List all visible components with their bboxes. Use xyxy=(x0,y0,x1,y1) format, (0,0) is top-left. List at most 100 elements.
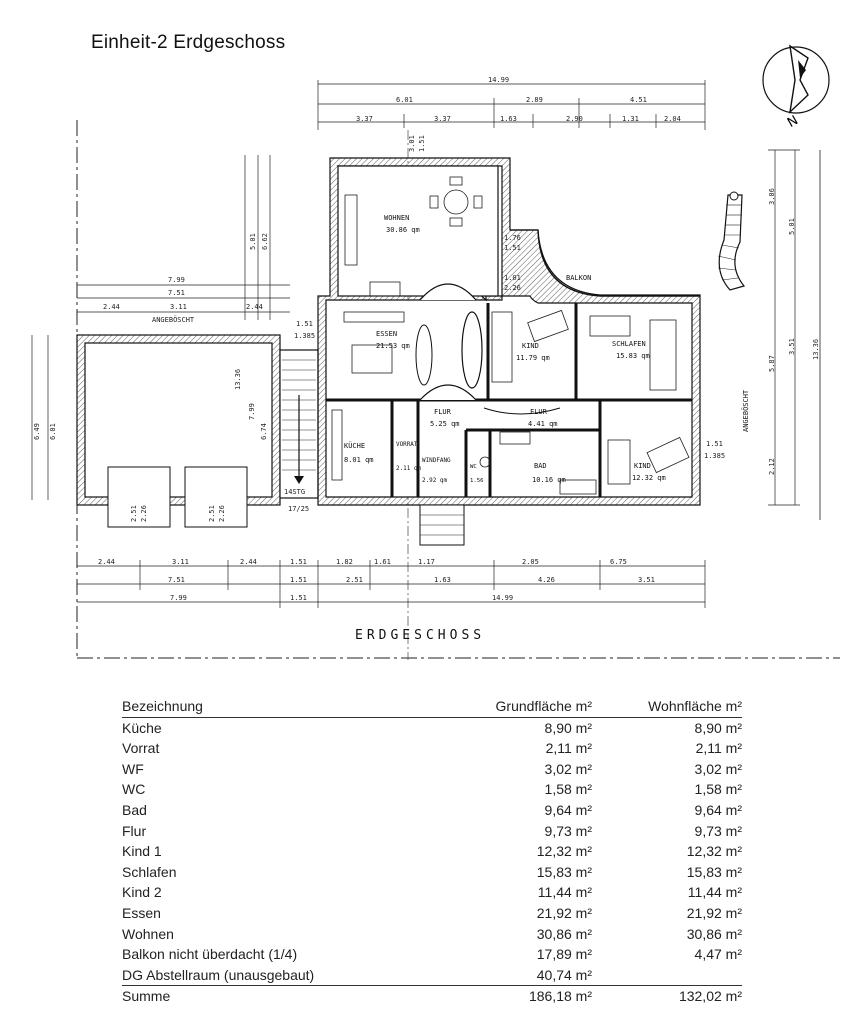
dim-top: 3.37 xyxy=(356,115,373,123)
room-schlafen-area: 15.83 qm xyxy=(616,352,650,360)
sum-grundflaeche: 186,18 m² xyxy=(528,988,592,1005)
cell-bezeichnung: Vorrat xyxy=(122,740,160,757)
plan-caption: ERDGESCHOSS xyxy=(355,628,486,643)
sum-label: Summe xyxy=(122,988,171,1005)
room-windfang-area: 2.92 qm xyxy=(422,477,447,484)
dim-vertical: 5.01 xyxy=(788,218,796,235)
dim-left: 2.44 xyxy=(103,303,120,311)
dim-top: 1.63 xyxy=(500,115,517,123)
dim-vertical: 13.36 xyxy=(234,369,242,390)
dim-bottom: 2.44 xyxy=(98,558,115,566)
dim-bottom: 1.51 xyxy=(290,594,307,602)
cell-grundflaeche: 3,02 m² xyxy=(544,760,592,777)
cell-wohnflaeche: 8,90 m² xyxy=(694,719,742,736)
dim-left: 3.11 xyxy=(170,303,187,311)
room-wohnen: WOHNEN xyxy=(384,214,409,222)
dim-bottom: 7.99 xyxy=(170,594,187,602)
room-essen-area: 21.53 qm xyxy=(376,342,410,350)
dim-bottom: 14.99 xyxy=(492,594,513,602)
dim-vertical: 6.74 xyxy=(260,423,268,440)
header-bezeichnung: Bezeichnung xyxy=(122,698,203,714)
dim-left: 2.44 xyxy=(246,303,263,311)
garage-door-dim: 2.26 xyxy=(218,505,226,522)
dimension-lines-bottom: 2.44 3.11 2.44 1.51 1.82 1.61 1.17 2.05 … xyxy=(77,558,706,608)
cell-wohnflaeche: 9,73 m² xyxy=(694,822,742,839)
dim-label: 1.51 xyxy=(296,320,313,328)
dim-vertical: 6.62 xyxy=(261,233,269,250)
dim-vertical: 13.36 xyxy=(812,339,820,360)
page-title: Einheit-2 Erdgeschoss xyxy=(91,32,286,53)
dim-left: 7.99 xyxy=(168,276,185,284)
exterior-stair xyxy=(717,191,746,291)
floor-plan: N 14.99 6.01 2.89 4.51 3.37 3.37 1.63 2.… xyxy=(31,44,840,660)
area-table: Bezeichnung Grundfläche m² Wohnfläche m²… xyxy=(122,696,742,1007)
garage-door-dim: 2.51 xyxy=(208,505,216,522)
dim-vertical: 3.51 xyxy=(788,338,796,355)
garage: 2.51 2.26 2.51 2.26 ANGEBÖSCHT xyxy=(76,315,281,528)
cell-wohnflaeche: 1,58 m² xyxy=(694,781,742,798)
cell-bezeichnung: Küche xyxy=(122,719,162,736)
room-flur-1: FLUR xyxy=(434,408,452,416)
dimension-lines-top: 14.99 6.01 2.89 4.51 3.37 3.37 1.63 2.90… xyxy=(317,76,706,130)
dim-bottom: 1.82 xyxy=(336,558,353,566)
dim-top: 4.51 xyxy=(630,96,647,104)
cell-grundflaeche: 1,58 m² xyxy=(544,781,592,798)
dimension-lines-left: 7.99 7.51 2.44 3.11 2.44 5.01 6.62 6.49 … xyxy=(31,155,290,500)
dimension-lines-right: 3.06 5.01 5.87 3.51 2.12 13.36 xyxy=(768,149,820,506)
cell-bezeichnung: Kind 2 xyxy=(122,884,162,901)
dim-bottom: 1.51 xyxy=(290,558,307,566)
entrance-steps xyxy=(419,504,465,546)
dim-left: 7.51 xyxy=(168,289,185,297)
header-wohnflaeche: Wohnfläche m² xyxy=(648,698,742,714)
room-kueche-area: 8.01 qm xyxy=(344,456,374,464)
dim-bottom: 1.17 xyxy=(418,558,435,566)
angeboescht-left-label: ANGEBÖSCHT xyxy=(152,315,195,324)
dim-bottom: 2.05 xyxy=(522,558,539,566)
dim-vertical: 5.01 xyxy=(249,233,257,250)
cell-grundflaeche: 12,32 m² xyxy=(536,843,592,860)
dim-vertical: 2.12 xyxy=(768,458,776,475)
cell-bezeichnung: Kind 1 xyxy=(122,843,162,860)
table-row: Vorrat 2,11 m² 2,11 m² xyxy=(122,738,742,759)
dim-vertical: 6.01 xyxy=(49,423,57,440)
dim-bottom: 6.75 xyxy=(610,558,627,566)
room-vorrat: VORRAT xyxy=(396,441,418,448)
cell-wohnflaeche: 12,32 m² xyxy=(686,843,742,860)
dim-top: 3.37 xyxy=(434,115,451,123)
dim-bottom: 7.51 xyxy=(168,576,185,584)
cell-grundflaeche: 8,90 m² xyxy=(544,719,592,736)
cell-wohnflaeche: 3,02 m² xyxy=(694,760,742,777)
room-flur-1-area: 5.25 qm xyxy=(430,420,460,428)
room-flur-2: FLUR xyxy=(530,408,548,416)
room-kueche: KÜCHE xyxy=(344,441,365,450)
room-kind-1-area: 11.79 qm xyxy=(516,354,550,362)
compass-north-label: N xyxy=(785,113,801,131)
cell-wohnflaeche: 15,83 m² xyxy=(686,863,742,880)
cell-grundflaeche: 9,73 m² xyxy=(544,822,592,839)
cell-bezeichnung: Essen xyxy=(122,904,161,921)
dim-vertical: 3.01 xyxy=(408,135,416,152)
dim-top: 2.89 xyxy=(526,96,543,104)
cell-wohnflaeche: 4,47 m² xyxy=(694,946,742,963)
dim-top: 1.31 xyxy=(622,115,639,123)
room-vorrat-area: 2.11 qm xyxy=(396,465,421,472)
stair-count-label: 14STG xyxy=(284,488,305,496)
cell-grundflaeche: 2,11 m² xyxy=(545,740,592,757)
dim-label: 1.51 xyxy=(504,244,521,252)
cell-wohnflaeche: 2,11 m² xyxy=(695,740,742,757)
dim-label: 1.385 xyxy=(704,452,725,460)
table-body: Küche 8,90 m² 8,90 m² Vorrat 2,11 m² 2,11 m² W… xyxy=(122,717,742,1007)
dimension-labels-interior: 1.51 1.385 1.76 1.51 1.01 2.26 1.51 1.38… xyxy=(294,135,725,460)
dim-label: 1.76 xyxy=(504,234,521,242)
room-kind-2-area: 12.32 qm xyxy=(632,474,666,482)
cell-grundflaeche: 11,44 m² xyxy=(537,884,592,901)
dim-top: 2.04 xyxy=(664,115,681,123)
compass: N xyxy=(762,44,830,131)
